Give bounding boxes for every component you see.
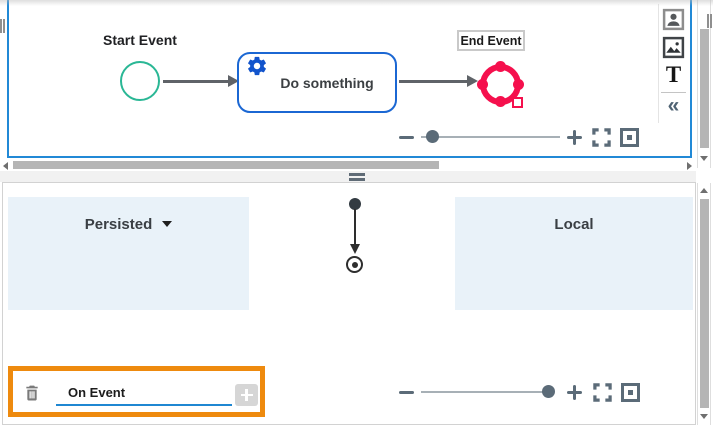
chevron-down-icon (162, 221, 173, 227)
bottom-vertical-scrollbar-thumb[interactable] (700, 199, 709, 408)
connector-line (354, 209, 356, 245)
left-splitter-grip[interactable] (0, 19, 6, 33)
zoom-out-button[interactable] (397, 383, 416, 402)
sequence-flow-2[interactable] (399, 80, 468, 83)
zoom-slider-handle[interactable] (542, 385, 555, 398)
scroll-right-arrow-icon[interactable] (687, 161, 692, 170)
splitter-grip[interactable] (349, 173, 365, 181)
connector-target-dot (352, 262, 358, 268)
collapse-toolbar-button[interactable]: « (667, 94, 680, 117)
persisted-label: Persisted (84, 216, 153, 233)
gear-icon (248, 56, 266, 76)
right-splitter-grip[interactable] (707, 14, 713, 28)
local-label: Local (554, 216, 594, 233)
arrowhead-icon (467, 75, 478, 87)
actor-tool-button[interactable] (662, 8, 685, 31)
zoom-in-button[interactable] (565, 128, 584, 147)
zoom-slider-track[interactable] (421, 136, 560, 138)
connection-handle[interactable] (477, 79, 488, 90)
persisted-container[interactable]: Persisted (8, 197, 249, 310)
trash-icon (26, 385, 38, 401)
top-vertical-scrollbar-thumb[interactable] (700, 29, 709, 148)
toolbar-divider (661, 92, 686, 93)
connector-arrowhead-icon (350, 244, 360, 254)
center-dot (627, 135, 632, 140)
add-event-button[interactable] (235, 384, 258, 406)
delete-event-button[interactable] (22, 383, 42, 403)
reset-view-button[interactable] (620, 128, 639, 147)
scroll-down-arrow-icon[interactable] (700, 156, 708, 161)
zoom-in-button[interactable] (565, 383, 584, 402)
zoom-out-button[interactable] (397, 128, 416, 147)
task-label: Do something (280, 74, 374, 91)
local-container[interactable]: Local (455, 197, 693, 310)
image-tool-button[interactable] (662, 36, 685, 59)
arrowhead-icon (228, 75, 239, 87)
fit-to-viewport-button[interactable] (592, 128, 611, 147)
sequence-flow-1[interactable] (163, 80, 229, 83)
persisted-dropdown[interactable]: Persisted (85, 216, 173, 233)
panel-splitter[interactable] (0, 171, 696, 182)
event-name-input[interactable] (56, 383, 232, 406)
horizontal-scrollbar-thumb[interactable] (13, 161, 439, 169)
image-icon (662, 36, 685, 59)
scroll-left-arrow-icon[interactable] (3, 161, 8, 170)
connection-handle[interactable] (495, 96, 506, 107)
resize-handle[interactable] (512, 97, 523, 108)
event-connector[interactable] (340, 195, 370, 275)
connection-handle[interactable] (513, 79, 524, 90)
zoom-slider-track[interactable] (421, 391, 548, 393)
person-portrait-icon (662, 8, 685, 31)
center-dot (628, 390, 633, 395)
connector-source-dot (349, 198, 361, 210)
start-event-label: Start Event (103, 32, 177, 48)
scroll-up-arrow-icon[interactable] (700, 188, 708, 193)
scroll-down-arrow-icon[interactable] (700, 414, 708, 419)
zoom-slider-handle[interactable] (426, 130, 439, 143)
text-tool-button[interactable]: T (665, 62, 682, 87)
start-event-node[interactable] (120, 61, 160, 101)
fit-to-viewport-button[interactable] (593, 383, 612, 402)
connection-handle[interactable] (495, 61, 506, 72)
reset-view-button[interactable] (621, 383, 640, 402)
end-event-label[interactable]: End Event (457, 30, 525, 51)
